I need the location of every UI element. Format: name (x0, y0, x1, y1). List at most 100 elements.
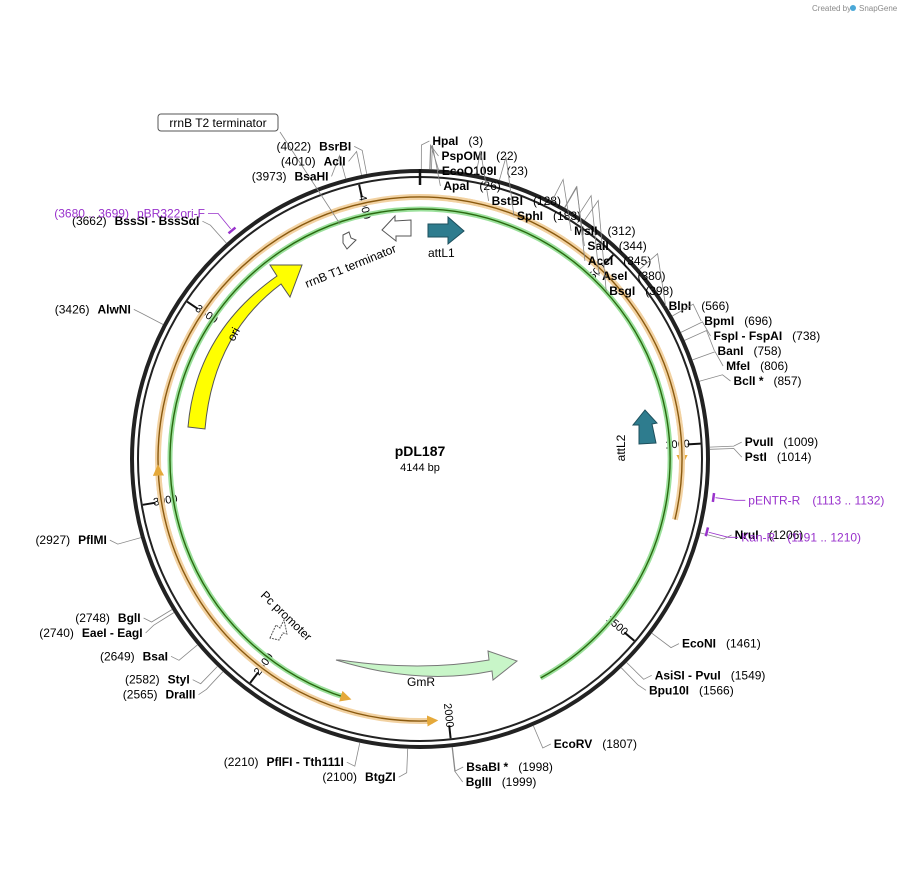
enzyme-label: BsgI(398) (609, 284, 673, 298)
enzyme-position: (2565) (123, 688, 158, 702)
enzyme-site[interactable]: (2927)PflMI (35, 533, 142, 547)
enzyme-site[interactable]: (4022)BsrBI (276, 139, 368, 174)
enzyme-label: AseI(380) (602, 269, 665, 283)
enzyme-name: BssSI - BssSαI (115, 214, 200, 228)
enzyme-position: (23) (507, 164, 528, 178)
enzyme-leader (699, 374, 731, 382)
enzyme-label: SphI(183) (517, 209, 581, 223)
enzyme-site[interactable]: SphI(183) (499, 156, 581, 223)
enzyme-site[interactable]: (2649)BsaI (100, 644, 198, 663)
enzyme-site[interactable]: AsiSI - PvuI(1549) (626, 662, 766, 683)
enzyme-label: EcoRV(1807) (554, 737, 637, 751)
enzyme-leader (145, 612, 175, 634)
enzyme-position: (2210) (224, 755, 259, 769)
rrnb-t2-label-box (157, 113, 279, 132)
enzyme-site[interactable]: AccI(345) (564, 185, 651, 268)
primer-label: pENTR-R(1113 .. 1132) (748, 493, 884, 507)
primer-name: pBR322ori-F (137, 206, 205, 220)
enzyme-label: (2927)PflMI (35, 533, 106, 547)
rrnb-t1-terminator-feature[interactable] (381, 214, 412, 243)
enzyme-name: EaeI - EagI (82, 626, 143, 640)
enzyme-name: AccI (588, 254, 613, 268)
enzyme-site[interactable]: (4010)AclI (281, 150, 362, 176)
enzyme-site[interactable]: (3973)BsaHI (252, 154, 347, 184)
tick-mark (603, 254, 614, 266)
enzyme-site[interactable]: ApaI(26) (431, 145, 501, 193)
enzyme-site[interactable]: (2100)BtgZI (322, 748, 409, 785)
enzyme-site[interactable]: NruI(1206) (700, 528, 803, 542)
enzyme-site[interactable]: Bpu10I(1566) (621, 667, 734, 698)
enzyme-position: (3426) (55, 302, 90, 316)
enzyme-label: PvuII(1009) (745, 435, 818, 449)
primer-site[interactable]: Kan-R(1191 .. 1210) (704, 527, 861, 544)
enzyme-position: (3662) (72, 214, 107, 228)
gmr-feature[interactable] (335, 650, 519, 681)
enzyme-site[interactable]: MfeI(806) (692, 351, 789, 373)
enzyme-name: ApaI (443, 179, 469, 193)
enzyme-position: (1014) (777, 450, 812, 464)
enzyme-position: (2582) (125, 673, 160, 687)
attl1-feature[interactable] (427, 215, 465, 246)
enzyme-label: (2740)EaeI - EagI (39, 626, 142, 640)
enzyme-site[interactable]: BpmI(696) (672, 303, 772, 328)
primer-site[interactable]: pENTR-R(1113 .. 1132) (711, 492, 884, 507)
enzyme-site[interactable]: BanI(758) (684, 329, 782, 359)
enzyme-name: DraIII (165, 688, 195, 702)
enzyme-site[interactable]: BglII(1999) (451, 747, 537, 789)
ori-feature[interactable] (187, 264, 303, 430)
enzyme-name: EcoO109I (442, 164, 497, 178)
pc-promoter-feature[interactable] (269, 618, 288, 641)
enzyme-name: StyI (168, 673, 190, 687)
primer-range: (1191 .. 1210) (787, 530, 861, 544)
enzyme-site[interactable]: EcoNI(1461) (651, 632, 761, 651)
enzyme-label: (4010)AclI (281, 154, 346, 168)
enzyme-site[interactable]: BclI *(857) (699, 374, 802, 388)
enzyme-position: (22) (496, 149, 517, 163)
enzyme-label: (3662) BssSI - BssSαI (72, 214, 199, 228)
enzyme-name: BstBI (492, 194, 523, 208)
enzyme-site[interactable]: (2748)BglI (75, 609, 173, 626)
enzyme-site[interactable]: FspI - FspAI(738) (680, 321, 820, 343)
enzyme-site[interactable]: HpaI(3) (420, 134, 483, 170)
enzyme-site[interactable]: PstI(1014) (709, 448, 812, 465)
enzyme-label: PspOMI (22) (442, 149, 518, 163)
enzyme-leader (198, 671, 224, 696)
enzyme-site[interactable]: SalI(344) (564, 185, 647, 253)
enzyme-label: EcoNI(1461) (682, 637, 761, 651)
enzyme-label: HpaI(3) (432, 134, 483, 148)
enzyme-label: Bpu10I(1566) (649, 683, 734, 697)
enzyme-name: AsiSI - PvuI (655, 668, 721, 682)
enzyme-site[interactable]: (2565) DraIII (123, 671, 224, 702)
enzyme-label: BstBI(128) (492, 194, 561, 208)
enzyme-position: (3973) (252, 169, 287, 183)
enzyme-label: ApaI(26) (443, 179, 500, 193)
primer-site[interactable]: (3680 .. 3699)pBR322ori-F (54, 206, 237, 235)
enzyme-site[interactable]: EcoRV(1807) (533, 725, 637, 751)
enzyme-name: BglII (466, 775, 492, 789)
enzyme-name: MslI (574, 224, 597, 238)
plasmid-length: 4144 bp (400, 462, 440, 474)
backbone (130, 169, 710, 749)
enzyme-site[interactable]: BlpI(566) (639, 252, 730, 313)
enzyme-site[interactable]: (2740)EaeI - EagI (39, 612, 175, 641)
enzyme-label: (2210)PflFI - Tth111I (224, 755, 344, 769)
enzyme-site[interactable]: BsgI(398) (584, 199, 674, 299)
enzyme-site[interactable]: (3426) AlwNI (55, 302, 164, 325)
enzyme-name: PspOMI (442, 149, 487, 163)
enzyme-site[interactable]: (2210)PflFI - Tth111I (224, 742, 361, 770)
enzyme-site[interactable]: AseI(380) (577, 194, 665, 283)
tick-label: 2000 (441, 703, 456, 729)
enzyme-site[interactable]: BsaBI *(1998) (452, 747, 553, 774)
enzyme-site[interactable]: (2582) StyI (125, 666, 218, 687)
enzyme-leader (475, 150, 489, 202)
rrnb-t2-terminator-feature[interactable] (342, 231, 357, 250)
enzyme-label: (2649)BsaI (100, 649, 168, 663)
enzyme-label: BlpI(566) (669, 299, 730, 313)
enzyme-site[interactable]: (3662) BssSI - BssSαI (72, 214, 227, 244)
enzyme-site[interactable]: PvuII(1009) (709, 435, 818, 449)
enzyme-site[interactable]: BstBI(128) (475, 150, 561, 208)
enzyme-name: AlwNI (97, 302, 130, 316)
attl2-feature[interactable] (631, 409, 658, 445)
enzyme-label: BglII(1999) (466, 775, 537, 789)
enzyme-site[interactable]: MslI(312) (551, 178, 635, 239)
